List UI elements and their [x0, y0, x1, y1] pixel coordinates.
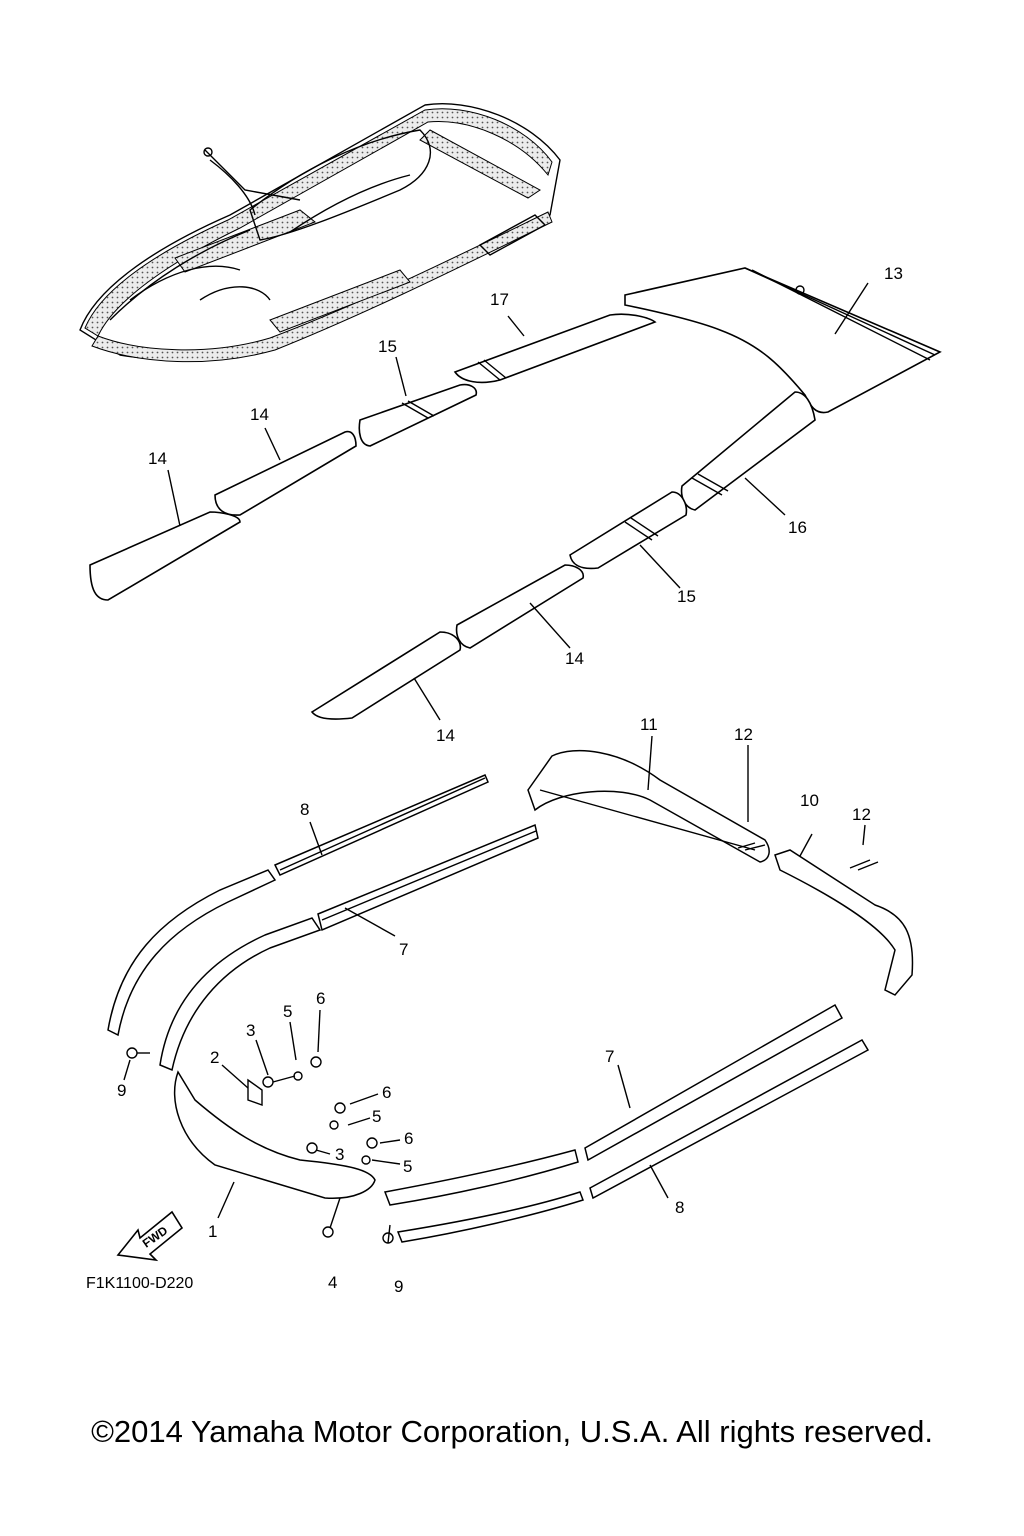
mat-13	[624, 267, 942, 414]
callout-2: 2	[210, 1048, 219, 1067]
callout-3-b: 3	[335, 1145, 344, 1164]
mat-16	[680, 391, 816, 511]
callout-15-lower: 15	[677, 587, 696, 606]
rail-7-lower	[383, 1003, 844, 1206]
callout-16: 16	[788, 518, 807, 537]
bumper-11	[527, 750, 770, 863]
callout-5-b: 5	[372, 1107, 381, 1126]
mat-14-lower-right	[455, 564, 585, 649]
callout-4: 4	[328, 1273, 337, 1292]
callout-12-b: 12	[852, 805, 871, 824]
callout-14-a: 14	[250, 405, 269, 424]
copyright-notice: ©2014 Yamaha Motor Corporation, U.S.A. A…	[91, 1414, 933, 1449]
callout-10: 10	[800, 791, 819, 810]
callout-9-a: 9	[117, 1081, 126, 1100]
mat-17	[453, 313, 657, 384]
fasteners	[126, 842, 879, 1244]
callout-labels: 13 17 15 14 14 16 15 14 14 11 12 8 10 12…	[86, 264, 903, 1296]
mat-14-lower-left	[310, 631, 462, 720]
leader-lines	[123, 282, 869, 1219]
callout-1: 1	[208, 1222, 217, 1241]
bumper-10	[774, 849, 914, 996]
callout-3-a: 3	[246, 1021, 255, 1040]
fwd-arrow-icon	[116, 1210, 184, 1262]
callout-6-b: 6	[382, 1083, 391, 1102]
callout-14-d: 14	[436, 726, 455, 745]
callout-7-lower: 7	[605, 1047, 614, 1066]
bumper-1	[173, 1070, 376, 1199]
callout-12-a: 12	[734, 725, 753, 744]
callout-8-upper: 8	[300, 800, 309, 819]
callout-14-b: 14	[148, 449, 167, 468]
callout-5-a: 5	[283, 1002, 292, 1021]
mat-14-upper-right	[214, 430, 357, 516]
callout-9-b: 9	[394, 1277, 403, 1296]
callout-7-upper: 7	[399, 940, 408, 959]
callout-5-c: 5	[403, 1157, 412, 1176]
callout-11: 11	[640, 715, 658, 734]
callout-14-c: 14	[565, 649, 584, 668]
rail-7-upper	[159, 823, 539, 1072]
rail-8-upper	[107, 774, 489, 1037]
callout-8-lower: 8	[675, 1198, 684, 1217]
callout-15-upper: 15	[378, 337, 397, 356]
rail-8-lower	[396, 1038, 870, 1243]
callout-13: 13	[884, 264, 903, 283]
mat-15-lower	[569, 491, 688, 570]
drawing-code: F1K1100-D220	[86, 1275, 193, 1292]
callout-17: 17	[490, 290, 509, 309]
mat-15-upper	[358, 383, 478, 447]
callout-6-c: 6	[404, 1129, 413, 1148]
mat-14-upper-left	[89, 511, 241, 601]
watercraft-illustration	[79, 103, 561, 363]
callout-6-a: 6	[316, 989, 325, 1008]
